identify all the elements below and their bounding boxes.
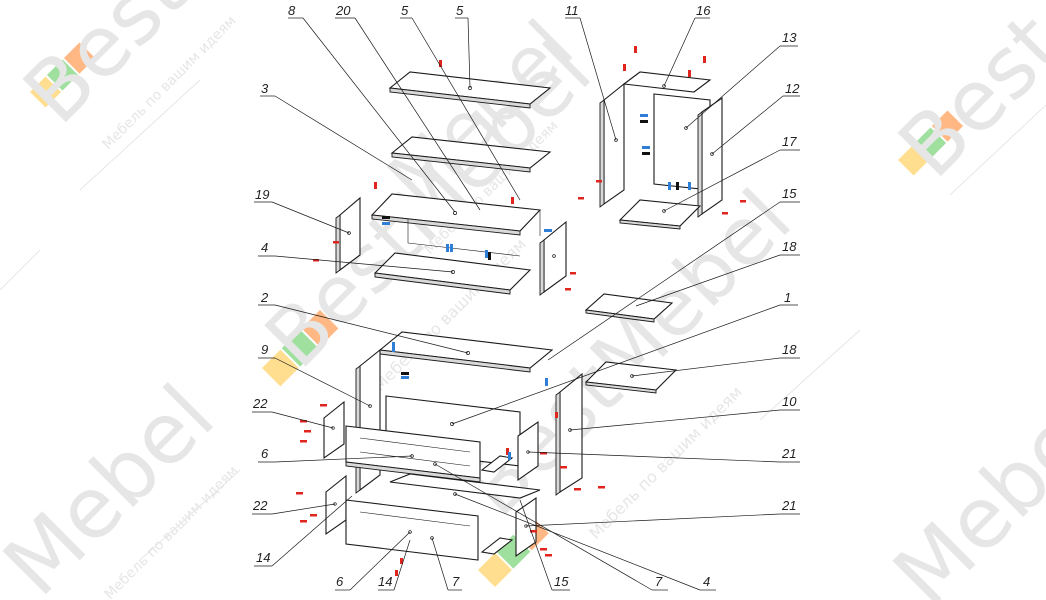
- part-drawer-bottom-upper: [480, 455, 514, 473]
- callout-label: 9: [261, 342, 268, 357]
- callout-label: 1: [784, 290, 791, 305]
- callout-label: 11: [565, 3, 579, 18]
- callout-label: 17: [782, 134, 797, 149]
- fastener-layer: [296, 46, 746, 576]
- part-9-left-side: [355, 348, 381, 494]
- callout-label: 4: [703, 574, 710, 589]
- fastener-black-icon: [382, 120, 679, 375]
- callout-label: 19: [255, 187, 269, 202]
- callout-label: 3: [261, 81, 269, 96]
- callout-label: 20: [335, 3, 351, 18]
- part-22-drawer-side-left: [323, 400, 345, 460]
- part-11-left-wall: [599, 82, 625, 208]
- part-18-panel-upper: [584, 293, 674, 323]
- part-shelf-5-lower: [390, 136, 552, 173]
- callout-label: 6: [261, 446, 269, 461]
- callout-label: 10: [782, 394, 797, 409]
- callout-label: 14: [378, 574, 392, 589]
- part-4-shelf: [373, 252, 532, 295]
- part-drawer-bottom-lower: [480, 537, 514, 555]
- part-19-side-panel: [335, 196, 361, 274]
- part-side-panel-upper-right: [539, 220, 567, 296]
- callout-label: 18: [782, 342, 797, 357]
- callout-label: 5: [401, 3, 409, 18]
- fastener-red-icon: [296, 46, 746, 576]
- callout-label: 21: [781, 446, 796, 461]
- callout-label: 16: [696, 3, 711, 18]
- callout-label: 6: [336, 574, 344, 589]
- part-6-drawer-front-upper: [345, 425, 481, 483]
- callout-label: 18: [782, 239, 797, 254]
- callout-label: 22: [252, 498, 268, 513]
- callout-label: 15: [782, 186, 797, 201]
- part-16-top: [622, 71, 712, 93]
- callout-label: 22: [252, 396, 268, 411]
- part-21-drawer-side-right: [517, 420, 539, 482]
- watermark-brand-text: Mebel: [875, 376, 1046, 600]
- callout-labels: 8 20 5 5 11 16 13 3 12 17 19 15 18 4 2 1…: [252, 3, 800, 589]
- part-10-right-side: [555, 372, 583, 496]
- part-21-drawer-side-right-lower: [515, 496, 537, 558]
- part-4-lower-shelf: [389, 473, 541, 499]
- part-3-top-frame: [370, 193, 542, 257]
- callout-label: 5: [456, 3, 464, 18]
- part-22-drawer-side-left-lower: [325, 474, 347, 536]
- callout-label: 7: [655, 574, 663, 589]
- callout-label: 13: [782, 30, 797, 45]
- part-17-bottom: [618, 199, 702, 230]
- callout-label: 15: [554, 574, 569, 589]
- callout-label: 4: [261, 240, 268, 255]
- part-12-right-wall: [697, 96, 723, 218]
- part-2-top-board: [378, 331, 554, 373]
- callout-label: 12: [785, 81, 800, 96]
- callout-label: 2: [260, 290, 269, 305]
- watermark-brand-text: Mebel: [0, 366, 233, 600]
- callout-leaders: [252, 17, 800, 591]
- callout-label: 14: [256, 550, 270, 565]
- callout-label: 7: [452, 574, 460, 589]
- part-6-drawer-front-lower: [345, 499, 479, 561]
- assembly-parts: [323, 71, 723, 561]
- callout-label: 8: [288, 3, 296, 18]
- fastener-blue-icon: [382, 114, 691, 460]
- callout-label: 21: [781, 498, 796, 513]
